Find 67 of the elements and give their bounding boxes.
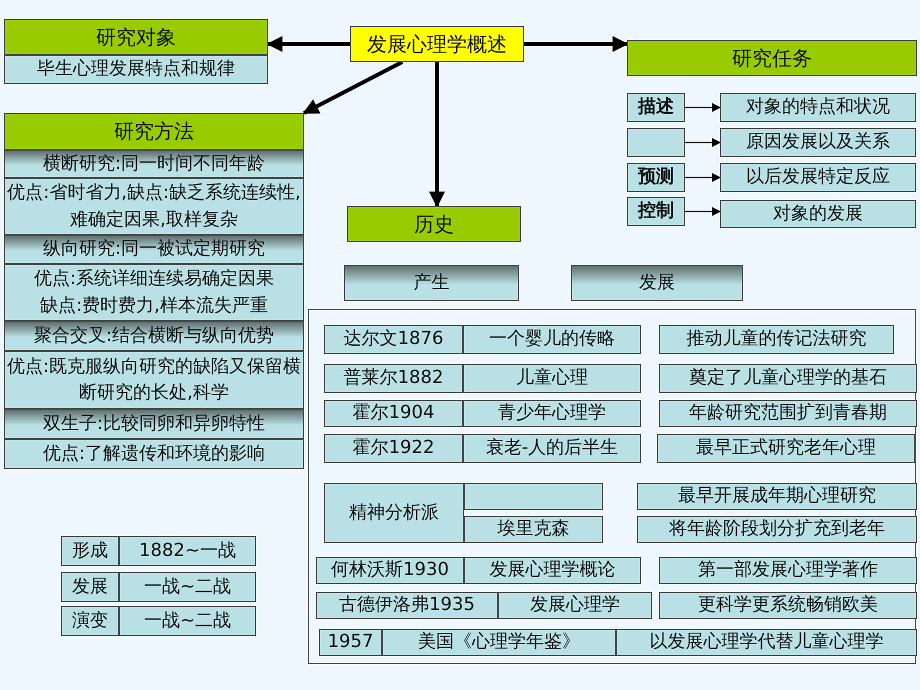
info-cell: 一个婴儿的传略 — [463, 325, 641, 354]
arrow — [685, 172, 721, 182]
info-cell: 第一部发展心理学著作 — [659, 557, 917, 584]
info-cell: 发展心理学概论 — [464, 557, 641, 584]
info-cell: 古德伊洛弗1935 — [316, 592, 498, 619]
info-cell: 一战~二战 — [119, 606, 256, 636]
section-header: 研究对象 — [4, 19, 268, 55]
task-cell: 描述 — [627, 93, 685, 122]
info-cell: 形成 — [61, 536, 119, 566]
info-cell: 精神分析派 — [324, 483, 464, 543]
info-cell: 优点:既克服纵向研究的缺陷又保留横断研究的长处,科学 — [4, 351, 304, 409]
heading-cell: 双生子:比较同卵和异卵特性 — [4, 409, 304, 439]
info-cell: 达尔文1876 — [324, 325, 463, 354]
info-cell: 发展 — [61, 572, 119, 602]
heading-cell: 产生 — [344, 265, 519, 301]
arrow — [302, 60, 404, 115]
heading-cell: 聚合交叉:结合横断与纵向优势 — [4, 321, 304, 351]
info-cell: 美国《心理学年鉴》 — [382, 629, 616, 656]
info-cell: 原因发展以及关系 — [720, 128, 916, 157]
heading-cell: 横断研究:同一时间不同年龄 — [4, 150, 304, 178]
arrow — [524, 36, 629, 52]
info-cell: 最早开展成年期心理研究 — [637, 483, 917, 510]
info-cell: 将年龄阶段划分扩充到老年 — [637, 516, 917, 543]
arrow — [266, 36, 350, 52]
info-cell: 普莱尔1882 — [324, 364, 463, 393]
info-cell: 推动儿童的传记法研究 — [659, 325, 894, 354]
info-cell: 以发展心理学代替儿童心理学 — [616, 629, 917, 656]
heading-cell: 纵向研究:同一被试定期研究 — [4, 235, 304, 264]
timeline-panel — [308, 309, 916, 664]
info-cell: 霍尔1904 — [324, 400, 463, 427]
task-cell: 预测 — [627, 163, 685, 192]
arrow — [685, 206, 721, 216]
info-cell: 埃里克森 — [464, 516, 603, 543]
info-cell: 以后发展特定反应 — [720, 163, 916, 192]
info-cell: 更科学更系统畅销欧美 — [659, 592, 917, 619]
section-header: 研究任务 — [627, 40, 917, 76]
info-cell: 对象的特点和状况 — [720, 93, 916, 122]
info-cell: 何林沃斯1930 — [316, 557, 464, 584]
empty-cell — [627, 128, 685, 157]
task-cell: 控制 — [627, 197, 685, 226]
cell-text: 优点:系统详细连续易确定因果 — [34, 267, 274, 292]
info-cell: 优点:省时省力,缺点:缺乏系统连续性,难确定因果,取样复杂 — [4, 178, 304, 235]
info-cell: 霍尔1922 — [324, 434, 463, 463]
info-cell: 年龄研究范围扩到青春期 — [659, 400, 917, 427]
arrow — [685, 138, 721, 148]
info-cell — [4, 264, 304, 321]
section-header: 历史 — [347, 206, 521, 242]
info-cell: 最早正式研究老年心理 — [657, 434, 915, 463]
info-cell: 毕生心理发展特点和规律 — [4, 55, 268, 84]
cell-text: 缺点:费时费力,样本流失严重 — [40, 294, 268, 318]
info-cell: 青少年心理学 — [463, 400, 641, 427]
heading-cell: 发展 — [571, 265, 743, 301]
arrow — [685, 102, 721, 112]
info-cell: 1882~一战 — [119, 536, 256, 566]
info-cell: 对象的发展 — [720, 200, 916, 228]
empty-cell — [464, 483, 603, 510]
info-cell: 发展心理学 — [498, 592, 652, 619]
arrow — [429, 62, 445, 208]
info-cell: 优点:了解遗传和环境的影响 — [4, 439, 304, 469]
info-cell: 一战~二战 — [119, 572, 256, 602]
info-cell: 演变 — [61, 606, 119, 636]
info-cell: 1957 — [319, 629, 382, 656]
info-cell: 衰老-人的后半生 — [463, 434, 641, 463]
section-header: 研究方法 — [4, 113, 304, 150]
info-cell: 儿童心理 — [463, 364, 641, 393]
topic-box: 发展心理学概述 — [350, 26, 524, 62]
info-cell: 奠定了儿童心理学的基石 — [659, 364, 917, 393]
